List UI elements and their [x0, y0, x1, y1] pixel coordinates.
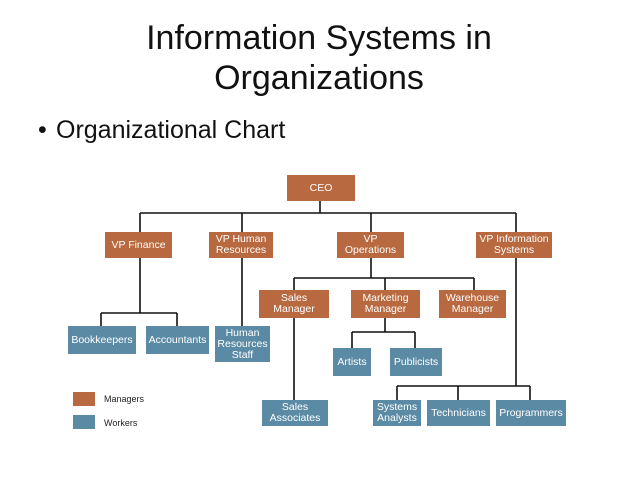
node-artists: Artists — [333, 348, 371, 376]
node-programmers: Programmers — [496, 400, 566, 426]
title-line-2: Organizations — [214, 59, 424, 97]
title-line-1: Information Systems in — [146, 19, 492, 57]
legend-managers-swatch — [73, 392, 95, 406]
node-warehouse-manager: Warehouse Manager — [439, 290, 506, 318]
node-sales-manager: Sales Manager — [259, 290, 329, 318]
node-vp-finance: VP Finance — [105, 232, 172, 258]
legend-workers-label: Workers — [104, 418, 138, 428]
bullet-dot-icon: • — [38, 116, 47, 144]
node-hr-staff: Human Resources Staff — [215, 326, 270, 362]
node-technicians: Technicians — [427, 400, 490, 426]
node-ceo: CEO — [287, 175, 355, 201]
node-publicists: Publicists — [390, 348, 442, 376]
node-vp-information-systems: VP Information Systems — [476, 232, 552, 258]
bullet-text: Organizational Chart — [56, 116, 286, 144]
node-sales-associates: Sales Associates — [262, 400, 328, 426]
node-vp-human-resources: VP Human Resources — [209, 232, 273, 258]
slide-title: Information Systems in Organizations — [0, 18, 638, 98]
node-marketing-manager: Marketing Manager — [351, 290, 420, 318]
node-systems-analysts: Systems Analysts — [373, 400, 421, 426]
legend-managers-label: Managers — [104, 394, 145, 404]
bullet-item: • Organizational Chart — [38, 116, 285, 145]
legend-workers-swatch — [73, 415, 95, 429]
node-vp-operations: VP Operations — [337, 232, 404, 258]
node-accountants: Accountants — [146, 326, 209, 354]
node-bookkeepers: Bookkeepers — [68, 326, 136, 354]
